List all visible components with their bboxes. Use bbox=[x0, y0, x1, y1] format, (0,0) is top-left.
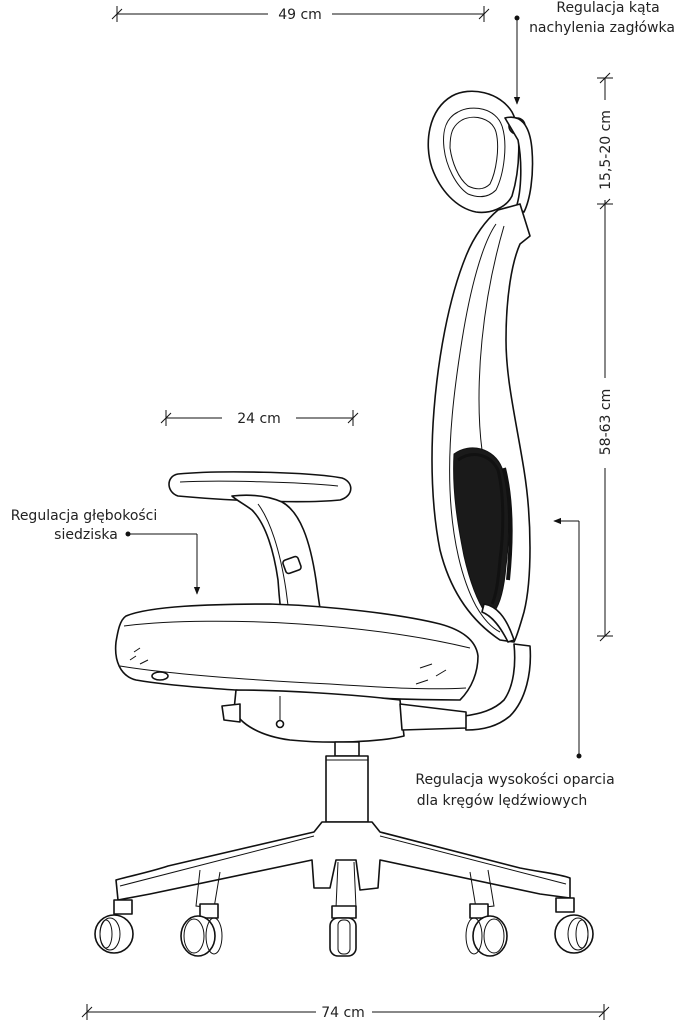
gas-cylinder bbox=[325, 741, 369, 823]
casters bbox=[94, 897, 594, 957]
dimension-vertical: 15,5-20 cm 58-63 cm bbox=[597, 72, 614, 642]
caster-1 bbox=[94, 899, 134, 954]
label-seat-depth-line1: Regulacja głębokości bbox=[11, 508, 158, 524]
label-headrest-angle-line2: nachylenia zagłówka bbox=[529, 20, 675, 36]
back-support bbox=[463, 643, 532, 731]
caster-4 bbox=[465, 903, 508, 957]
dimension-headrest-height-label: 15,5-20 cm bbox=[598, 110, 614, 190]
label-headrest-angle: Regulacja kąta nachylenia zagłówka bbox=[513, 0, 675, 105]
label-seat-depth-line2: siedziska bbox=[54, 527, 118, 543]
dimension-base-width: 74 cm bbox=[81, 1004, 610, 1020]
dimension-armrest-width: 24 cm bbox=[160, 410, 359, 427]
dimension-top-width: 49 cm bbox=[111, 6, 490, 23]
dimension-backrest-height-label: 58-63 cm bbox=[598, 389, 614, 455]
label-headrest-angle-line1: Regulacja kąta bbox=[556, 0, 659, 16]
label-seat-depth: Regulacja głębokości siedziska bbox=[11, 508, 201, 595]
star-base bbox=[115, 821, 571, 909]
dimension-top-width-label: 49 cm bbox=[278, 7, 322, 23]
label-lumbar-line1: Regulacja wysokości oparcia bbox=[415, 772, 614, 788]
label-lumbar-line2: dla kręgów lędźwiowych bbox=[417, 793, 588, 809]
dimension-base-width-label: 74 cm bbox=[321, 1005, 365, 1020]
caster-3 bbox=[329, 905, 357, 957]
caster-2 bbox=[180, 903, 223, 957]
seat-mechanism bbox=[221, 689, 467, 743]
backrest bbox=[431, 203, 531, 643]
seat bbox=[114, 603, 479, 701]
chair-illustration bbox=[94, 90, 594, 957]
caster-5 bbox=[554, 897, 594, 954]
headrest bbox=[427, 90, 534, 214]
dimension-armrest-width-label: 24 cm bbox=[237, 411, 281, 427]
label-lumbar: Regulacja wysokości oparcia dla kręgów l… bbox=[415, 517, 615, 809]
